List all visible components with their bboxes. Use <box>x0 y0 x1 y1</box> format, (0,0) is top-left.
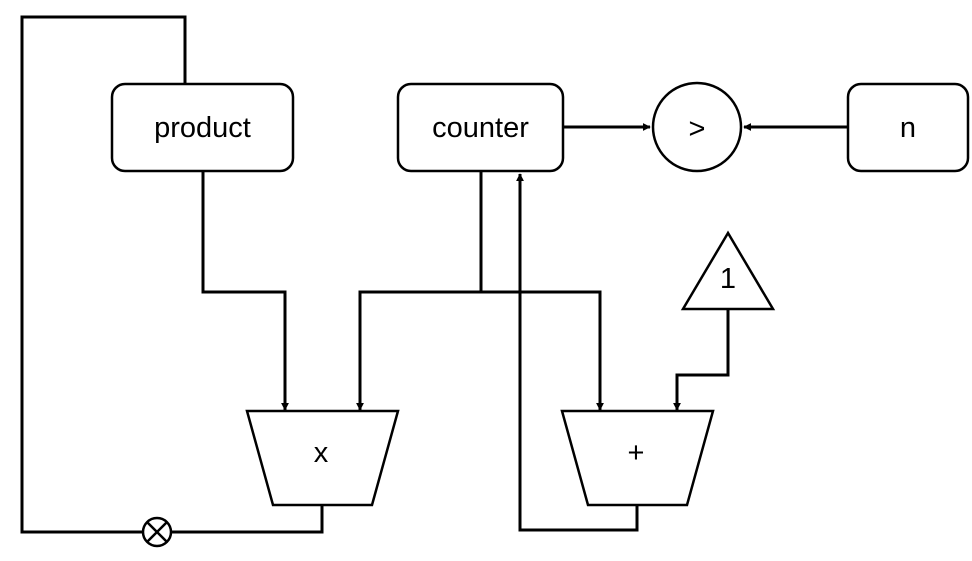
one-node: 1 <box>680 230 776 311</box>
n-label: n <box>900 112 916 144</box>
add-node: + <box>560 409 715 507</box>
product-node: product <box>110 82 295 173</box>
compare-label: > <box>689 113 706 145</box>
product-to-multiply-wire <box>201 172 289 411</box>
circle-cross-icon <box>141 516 173 548</box>
compare-node: > <box>651 81 743 173</box>
one-label: 1 <box>720 263 736 295</box>
counter-to-multiply-wire <box>356 290 481 411</box>
counter-to-add-wire <box>481 290 604 411</box>
add-label: + <box>628 437 645 469</box>
multiply-node: x <box>245 409 400 507</box>
add-to-counter-wire <box>516 173 639 532</box>
one-to-add-wire <box>673 310 730 411</box>
counter-node: counter <box>396 82 565 173</box>
feedback-product-wire <box>20 15 324 534</box>
n-node: n <box>846 82 970 173</box>
product-label: product <box>154 112 251 144</box>
multiply-label: x <box>314 437 329 469</box>
counter-label: counter <box>432 112 529 144</box>
